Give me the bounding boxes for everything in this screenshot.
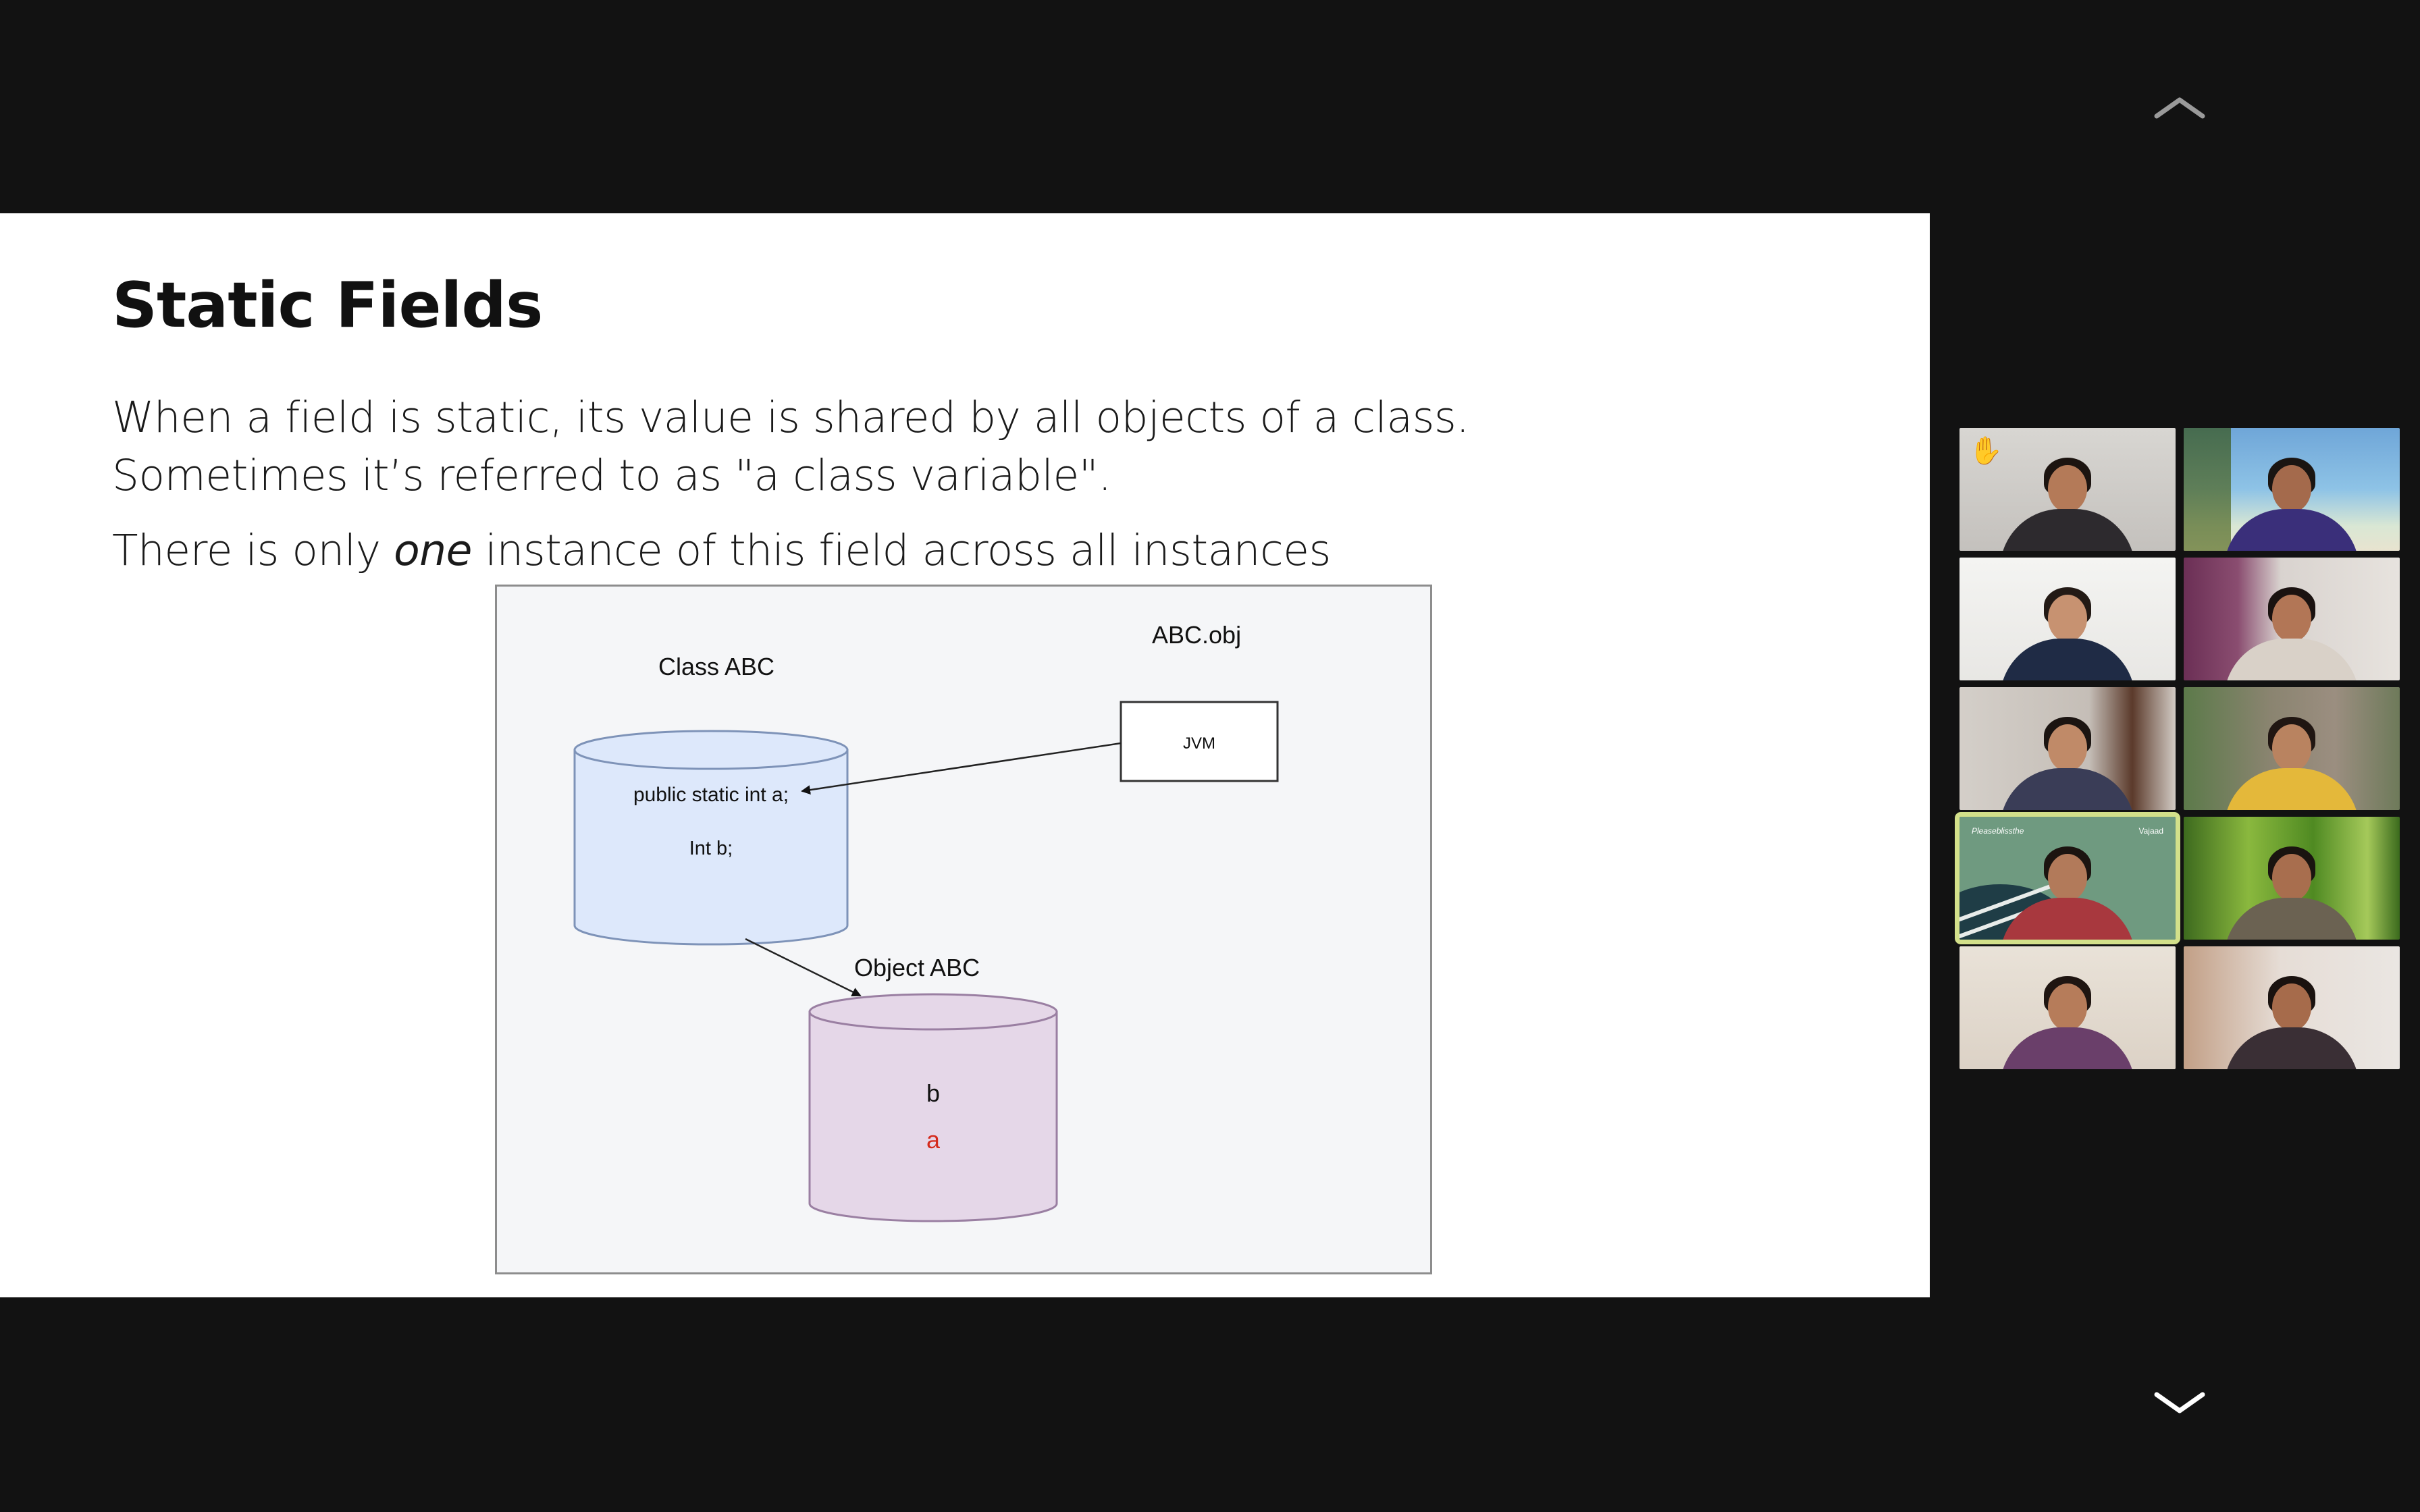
diagram-canvas: Class ABC ABC.obj JVM public static int … [573,621,1279,1222]
raised-hand-icon: ✋ [1969,436,2003,466]
background-text-right: Vajaad [2138,826,2163,836]
participant-tile[interactable] [2184,558,2400,680]
participant-tile[interactable] [1959,687,2176,810]
participant-tile[interactable] [1959,946,2176,1069]
participant-gallery: ✋ Pleaseblissthe Vajaad [1955,428,2404,1069]
participant-tile[interactable] [2184,817,2400,940]
participant-tile[interactable]: ✋ [1959,428,2176,551]
jvm-box [1120,701,1279,782]
jvm-to-static-arrow [801,742,1122,795]
gallery-scroll-down-button[interactable] [2153,1389,2207,1416]
paragraph-2-start: There is only [112,526,394,575]
shared-screen-slide: Static Fields When a field is static, it… [0,213,1930,1297]
slide-title: Static Fields [112,269,543,342]
background-text-left: Pleaseblissthe [1972,826,2024,836]
participant-tile[interactable] [1959,558,2176,680]
class-abc-cylinder [573,730,849,946]
slide-paragraph-1: When a field is static, its value is sha… [112,393,1469,500]
class-abc-label: Class ABC [658,653,774,680]
participant-tile[interactable] [2184,946,2400,1069]
class-static-field: public static int a; [633,784,789,806]
paragraph-2-end: instance of this field across all instan… [471,526,1331,575]
paragraph-2-emphasis: one [394,526,472,575]
abc-obj-label: ABC.obj [1152,621,1241,649]
slide-paragraph-2: There is only one instance of this field… [112,522,1331,580]
chevron-down-icon [2154,1392,2205,1413]
class-instance-field: Int b; [689,838,733,859]
participant-tile[interactable] [2184,428,2400,551]
participant-tile[interactable] [2184,687,2400,810]
gallery-scroll-up-button[interactable] [2153,94,2207,122]
jvm-label: JVM [1183,734,1215,753]
object-field-b: b [926,1079,940,1107]
static-field-diagram: Class ABC ABC.obj JVM public static int … [495,585,1432,1274]
object-field-a: a [926,1126,941,1154]
class-to-object-arrow [745,938,862,997]
object-abc-label: Object ABC [854,954,980,981]
participant-tile-active-speaker[interactable]: Pleaseblissthe Vajaad [1955,812,2180,944]
chevron-up-icon [2154,97,2205,119]
object-abc-cylinder [808,993,1058,1222]
